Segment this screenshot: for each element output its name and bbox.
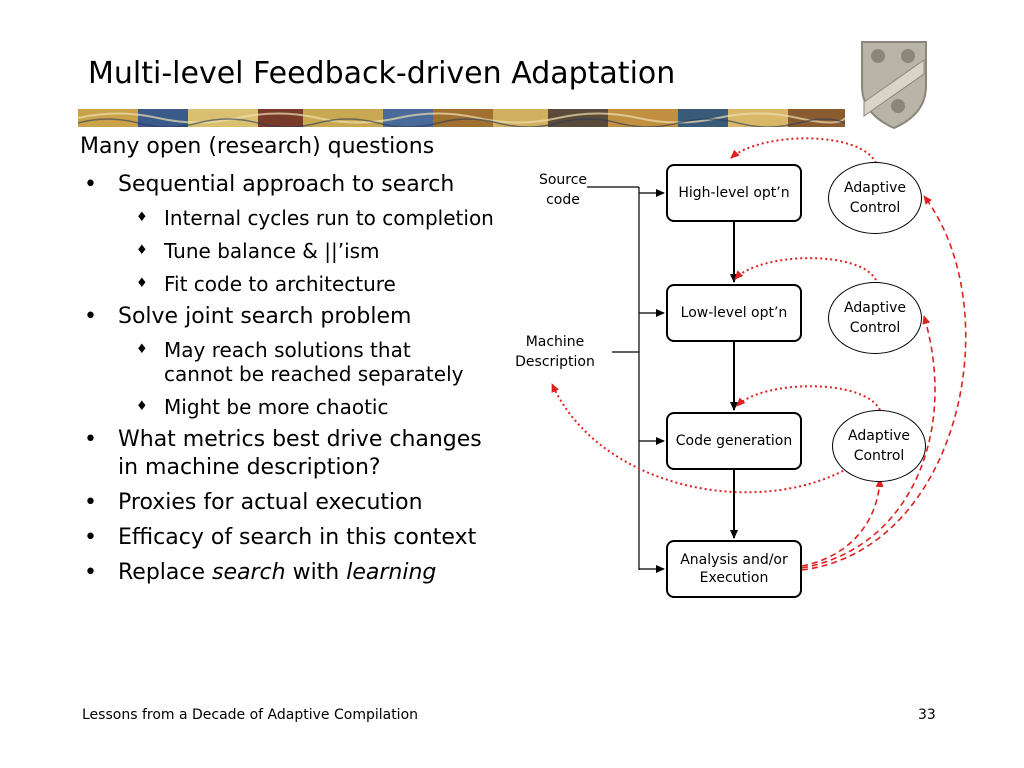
bullet-text-emphasis: search: [212, 560, 286, 585]
bullet-text: Efficacy of search in this context: [118, 525, 477, 550]
source-label-line2: code: [546, 192, 580, 208]
bullet-item: • Replace search with learning: [80, 559, 600, 587]
measure-arrow-low-ctrl: [801, 315, 936, 569]
analysis-label-line2: Execution: [699, 570, 769, 586]
sub-bullet-item: ♦ Internal cycles run to completion: [80, 206, 600, 230]
bullet-item: • Efficacy of search in this context: [80, 524, 600, 552]
feedback-arrow-codegen: [736, 385, 881, 411]
adaptive-control-label: Adaptive Control: [844, 298, 906, 338]
bullet-text: Solve joint search problem: [118, 304, 412, 329]
bullet-text: with: [285, 560, 347, 585]
measure-arrow-codegen-ctrl: [801, 478, 884, 567]
slide-title: Multi-level Feedback-driven Adaptation: [88, 56, 676, 91]
bullet-text: in machine description?: [118, 455, 381, 480]
sub-bullet-text: Fit code to architecture: [164, 272, 396, 296]
bullet-item: • Solve joint search problem: [80, 303, 600, 331]
bullet-dot-icon: •: [84, 490, 97, 515]
sub-bullet-text: Tune balance & ||’ism: [164, 239, 380, 263]
sub-bullet-item: ♦ May reach solutions that cannot be rea…: [80, 338, 600, 386]
bullet-dot-icon: •: [84, 560, 97, 585]
bullet-dot-icon: •: [84, 525, 97, 550]
bullet-text: Sequential approach to search: [118, 172, 455, 197]
sub-bullet-item: ♦ Might be more chaotic: [80, 395, 600, 419]
bullet-dot-icon: •: [84, 304, 97, 329]
low-level-opt-box: Low-level opt’n: [666, 284, 802, 342]
adaptive-control-high: Adaptive Control: [828, 162, 922, 234]
adaptive-word: Adaptive: [848, 428, 910, 444]
diamond-bullet-icon: ♦: [136, 399, 148, 414]
control-word: Control: [849, 200, 901, 216]
bullet-dot-icon: •: [84, 427, 97, 452]
bullet-dot-icon: •: [84, 172, 97, 197]
sub-bullet-text: cannot be reached separately: [164, 362, 464, 386]
diamond-bullet-icon: ♦: [136, 243, 148, 258]
bullet-text-emphasis: learning: [346, 560, 437, 585]
source-label-line1: Source: [538, 172, 588, 188]
control-word: Control: [853, 448, 905, 464]
sub-bullet-text: Internal cycles run to completion: [164, 206, 494, 230]
bullet-list: Many open (research) questions • Sequent…: [80, 130, 600, 587]
source-code-label: Source code: [532, 170, 594, 210]
bullet-text: What metrics best drive changes: [118, 427, 482, 452]
feedback-arrow-low: [734, 257, 877, 281]
bullet-item: • Sequential approach to search: [80, 171, 600, 199]
bullet-text: Proxies for actual execution: [118, 490, 423, 515]
sub-bullet-item: ♦ Fit code to architecture: [80, 272, 600, 296]
diamond-bullet-icon: ♦: [136, 276, 148, 291]
adaptive-control-codegen: Adaptive Control: [832, 410, 926, 482]
diamond-bullet-icon: ♦: [136, 342, 148, 357]
adaptive-control-low: Adaptive Control: [828, 282, 922, 354]
analysis-execution-label: Analysis and/or Execution: [680, 551, 788, 587]
machine-label-line2: Description: [515, 354, 595, 370]
low-level-opt-label: Low-level opt’n: [680, 305, 788, 321]
adaptive-control-label: Adaptive Control: [844, 178, 906, 218]
university-shield-logo: [861, 41, 927, 130]
high-level-opt-label: High-level opt’n: [678, 185, 790, 201]
sub-bullet-item: ♦ Tune balance & ||’ism: [80, 239, 600, 263]
bullet-text: Replace: [118, 560, 213, 585]
bullet-item: • Proxies for actual execution: [80, 489, 600, 517]
decorative-banner: [78, 109, 845, 127]
adaptive-word: Adaptive: [844, 180, 906, 196]
diamond-bullet-icon: ♦: [136, 210, 148, 225]
measure-arrow-high-ctrl: [801, 195, 967, 571]
sub-bullet-text: Might be more chaotic: [164, 395, 389, 419]
machine-label-line1: Machine: [525, 334, 585, 350]
footer-text: Lessons from a Decade of Adaptive Compil…: [82, 707, 419, 723]
sub-bullet-text: May reach solutions that: [164, 338, 411, 362]
input-bracket: [587, 186, 640, 570]
code-generation-box: Code generation: [666, 412, 802, 470]
machine-description-label: Machine Description: [506, 332, 604, 372]
control-word: Control: [849, 320, 901, 336]
bullet-item: • What metrics best drive changes in mac…: [80, 426, 600, 482]
feedback-arrow-high: [730, 137, 877, 164]
high-level-opt-box: High-level opt’n: [666, 164, 802, 222]
adaptive-word: Adaptive: [844, 300, 906, 316]
feedback-arrow-machine-desc: [551, 383, 853, 494]
adaptive-control-label: Adaptive Control: [848, 426, 910, 466]
code-generation-label: Code generation: [675, 433, 793, 449]
analysis-execution-box: Analysis and/or Execution: [666, 540, 802, 598]
list-heading: Many open (research) questions: [80, 134, 435, 159]
page-number: 33: [918, 707, 936, 723]
analysis-label-line1: Analysis and/or: [680, 552, 788, 568]
